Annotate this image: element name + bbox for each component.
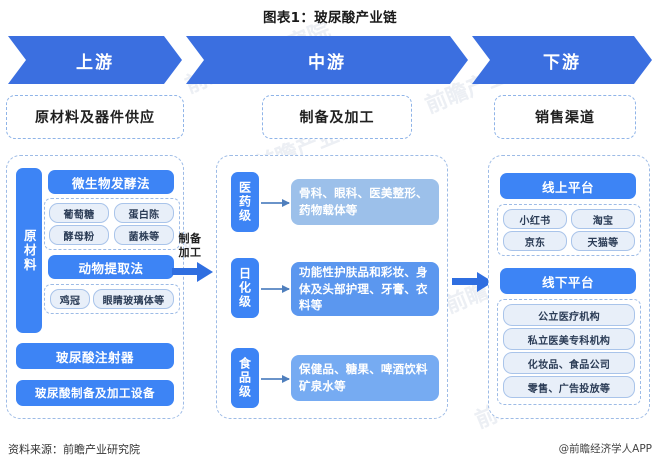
stage-midstream[interactable]: 中游 bbox=[186, 36, 468, 84]
source-note: 资料来源：前瞻产业研究院 bbox=[8, 443, 140, 456]
upstream-chip[interactable]: 鸡冠 bbox=[50, 289, 90, 309]
upstream-chip[interactable]: 葡萄糖 bbox=[49, 203, 109, 223]
upstream-group-1-title[interactable]: 微生物发酵法 bbox=[48, 170, 174, 194]
stage-upstream[interactable]: 上游 bbox=[8, 36, 182, 84]
grade-tab-daily-label: 日化级 bbox=[237, 267, 252, 309]
stage-upstream-label: 上游 bbox=[76, 52, 114, 73]
upstream-chip[interactable]: 蛋白陈 bbox=[114, 203, 174, 223]
flow-label-processing: 制备加工 bbox=[178, 232, 202, 259]
credit-note: @前瞻经济学人APP bbox=[558, 443, 652, 455]
upstream-group-2-title[interactable]: 动物提取法 bbox=[48, 255, 174, 279]
grade-content-daily[interactable]: 功能性护肤品和彩妆、身体及头部护理、牙膏、衣料等 bbox=[291, 262, 439, 316]
upstream-chip[interactable]: 菌株等 bbox=[114, 225, 174, 245]
downstream-chip[interactable]: 天猫等 bbox=[571, 231, 635, 251]
section-header-midstream: 制备及加工 bbox=[262, 95, 412, 139]
stage-band: 上游 中游 下游 bbox=[8, 36, 652, 84]
page-title: 图表1：玻尿酸产业链 bbox=[263, 10, 397, 26]
upstream-box-equipment[interactable]: 玻尿酸制备及加工设备 bbox=[16, 380, 174, 406]
grade-content-food[interactable]: 保健品、糖果、啤酒饮料矿泉水等 bbox=[291, 355, 439, 401]
downstream-chip[interactable]: 京东 bbox=[503, 231, 567, 251]
grade-content-pharma[interactable]: 骨科、眼科、医美整形、药物载体等 bbox=[291, 179, 439, 225]
downstream-chip[interactable]: 小红书 bbox=[503, 209, 567, 229]
downstream-group-1-title[interactable]: 线上平台 bbox=[500, 173, 636, 199]
grade-arrow-pharma bbox=[261, 198, 290, 207]
downstream-chip[interactable]: 私立医美专科机构 bbox=[503, 328, 635, 350]
downstream-group-2-title[interactable]: 线下平台 bbox=[500, 268, 636, 294]
downstream-chip[interactable]: 化妆品、食品公司 bbox=[503, 352, 635, 374]
grade-tab-daily[interactable]: 日化级 bbox=[231, 258, 259, 318]
grade-tab-food-label: 食品级 bbox=[237, 357, 252, 399]
upstream-chip[interactable]: 酵母粉 bbox=[49, 225, 109, 245]
downstream-chip[interactable]: 零售、广告投放等 bbox=[503, 376, 635, 398]
raw-material-spine-label: 原材料 bbox=[21, 228, 37, 273]
section-header-upstream: 原材料及器件供应 bbox=[6, 95, 184, 139]
downstream-chip[interactable]: 淘宝 bbox=[571, 209, 635, 229]
grade-tab-pharma-label: 医药级 bbox=[237, 181, 252, 223]
grade-tab-food[interactable]: 食品级 bbox=[231, 348, 259, 408]
grade-arrow-daily bbox=[261, 284, 290, 293]
flow-arrow-1 bbox=[172, 261, 213, 282]
stage-midstream-label: 中游 bbox=[308, 52, 346, 73]
downstream-chip[interactable]: 公立医疗机构 bbox=[503, 304, 635, 326]
stage-downstream[interactable]: 下游 bbox=[472, 36, 652, 84]
raw-material-spine: 原材料 bbox=[16, 168, 42, 333]
flow-arrow-2 bbox=[452, 271, 493, 292]
grade-tab-pharma[interactable]: 医药级 bbox=[231, 172, 259, 232]
section-header-downstream: 销售渠道 bbox=[494, 95, 636, 139]
stage-downstream-label: 下游 bbox=[543, 52, 581, 73]
grade-arrow-food bbox=[261, 374, 290, 383]
upstream-chip[interactable]: 眼睛玻璃体等 bbox=[93, 289, 174, 309]
upstream-box-injector[interactable]: 玻尿酸注射器 bbox=[16, 343, 174, 369]
